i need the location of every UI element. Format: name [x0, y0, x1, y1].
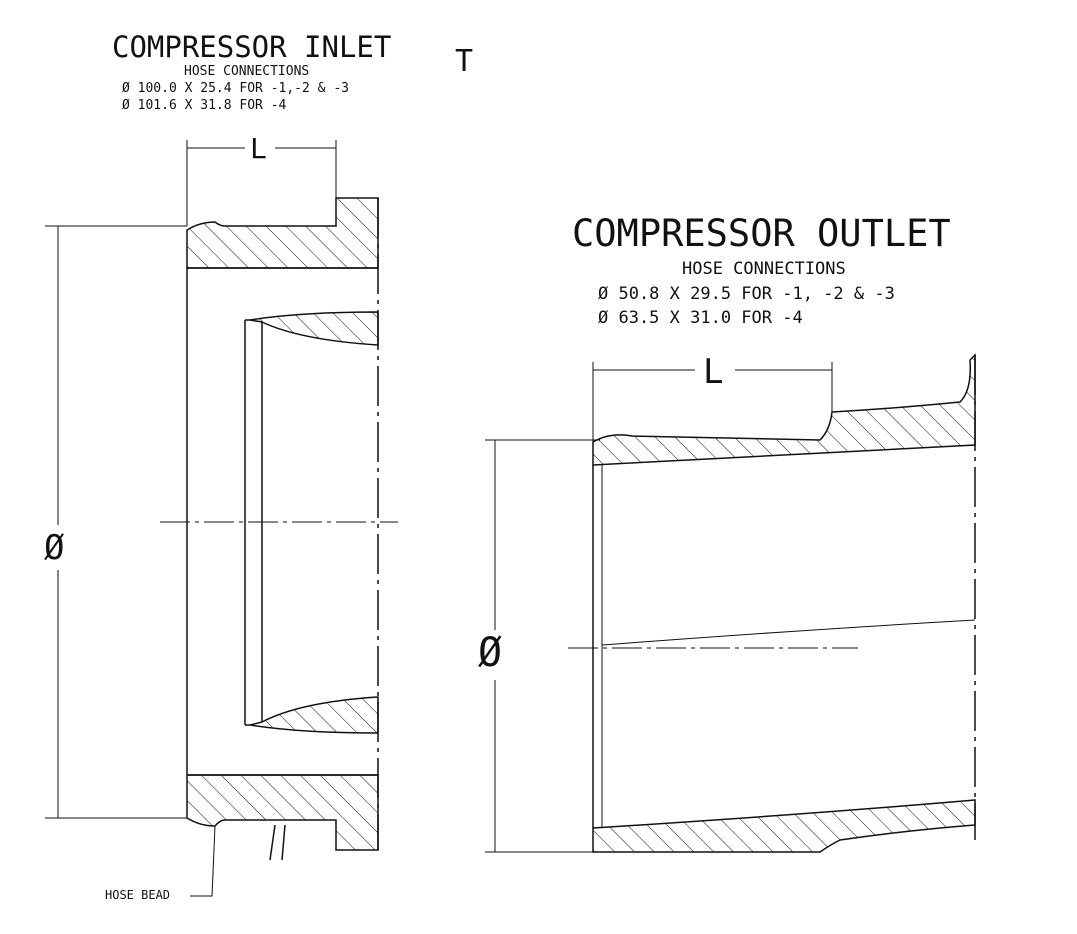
inlet-section-view	[45, 140, 398, 897]
inlet-subtitle: HOSE CONNECTIONS	[184, 64, 310, 79]
inlet-length-label: L	[250, 132, 267, 165]
inlet-title: COMPRESSOR INLET	[112, 30, 392, 64]
outlet-subtitle: HOSE CONNECTIONS	[682, 259, 846, 279]
outlet-length-label: L	[703, 352, 724, 392]
hose-bead-callout: HOSE BEAD	[105, 888, 171, 902]
inlet-spec-line: Ø 101.6 X 31.8 FOR -4	[122, 98, 287, 113]
inlet-spec-line: Ø 100.0 X 25.4 FOR -1,-2 & -3	[122, 81, 349, 96]
inlet-diameter-label: Ø	[44, 528, 65, 568]
outlet-spec-line: Ø 50.8 X 29.5 FOR -1, -2 & -3	[598, 284, 895, 304]
outlet-diameter-label: Ø	[478, 630, 503, 676]
stray-mark: T	[455, 44, 474, 79]
outlet-title: COMPRESSOR OUTLET	[572, 212, 951, 255]
outlet-spec-line: Ø 63.5 X 31.0 FOR -4	[598, 308, 803, 328]
outlet-section-view	[485, 353, 976, 853]
